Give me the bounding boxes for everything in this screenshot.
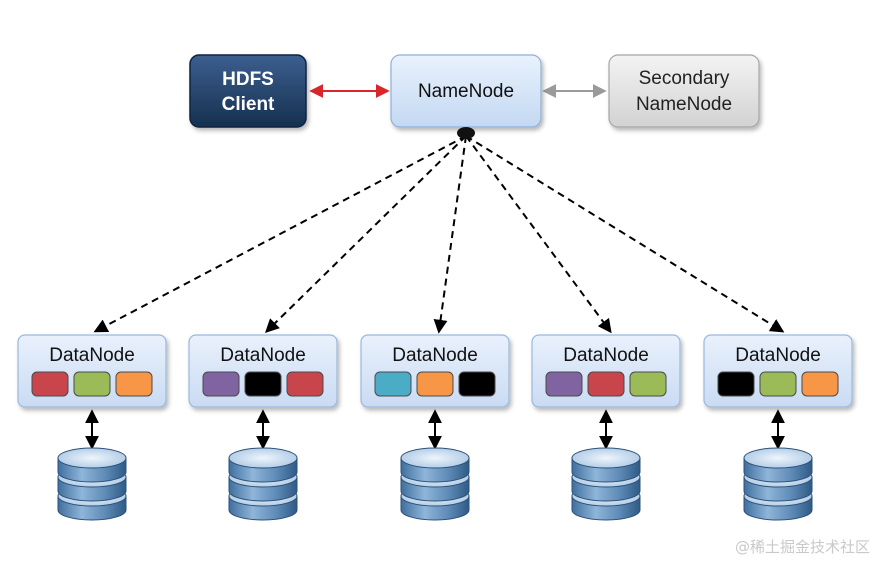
datanode-1: DataNode xyxy=(17,334,167,521)
data-block xyxy=(31,371,69,397)
data-block xyxy=(801,371,839,397)
datanode-3: DataNode xyxy=(360,334,510,521)
namenode-to-datanode-5-link xyxy=(465,135,785,333)
namenode-to-datanode-4-link xyxy=(465,135,612,334)
namenode-datanode-links xyxy=(93,135,785,334)
disk-storage-icon xyxy=(400,447,470,521)
data-block xyxy=(244,371,282,397)
disk-storage-icon xyxy=(57,447,127,521)
datanode-5: DataNode xyxy=(703,334,853,521)
hdfs-client-node xyxy=(189,54,307,128)
data-block xyxy=(416,371,454,397)
data-block xyxy=(202,371,240,397)
data-block xyxy=(73,371,111,397)
datanode-label: DataNode xyxy=(735,345,821,366)
data-block xyxy=(115,371,153,397)
namenode-to-datanode-3-link xyxy=(433,135,467,334)
hdfs-client-label-line1: HDFS xyxy=(222,69,274,90)
disk-storage-icon xyxy=(743,447,813,521)
datanode-row: DataNode DataNode DataNode DataNode DataNode xyxy=(17,334,853,521)
disk-storage-icon xyxy=(571,447,641,521)
datanode-label: DataNode xyxy=(392,345,478,366)
datanode-label: DataNode xyxy=(49,345,135,366)
datanode-label: DataNode xyxy=(563,345,649,366)
secondary-namenode-label-line2: NameNode xyxy=(636,94,732,115)
data-block xyxy=(759,371,797,397)
secondary-namenode-label-line1: Secondary xyxy=(639,68,730,89)
data-block xyxy=(545,371,583,397)
disk-storage-icon xyxy=(228,447,298,521)
namenode-label: NameNode xyxy=(418,81,514,102)
datanode-4: DataNode xyxy=(531,334,681,521)
data-block xyxy=(286,371,324,397)
namenode-connector-dot xyxy=(457,127,475,139)
data-block xyxy=(629,371,667,397)
datanode-label: DataNode xyxy=(220,345,306,366)
data-block xyxy=(374,371,412,397)
data-block xyxy=(587,371,625,397)
secondary-namenode-node xyxy=(608,54,760,128)
hdfs-client-label-line2: Client xyxy=(222,94,275,115)
namenode-to-datanode-1-link xyxy=(93,135,467,333)
datanode-2: DataNode xyxy=(188,334,338,521)
namenode-to-datanode-2-link xyxy=(265,135,467,333)
data-block xyxy=(717,371,755,397)
data-block xyxy=(458,371,496,397)
watermark-text: @稀土掘金技术社区 xyxy=(734,538,870,556)
